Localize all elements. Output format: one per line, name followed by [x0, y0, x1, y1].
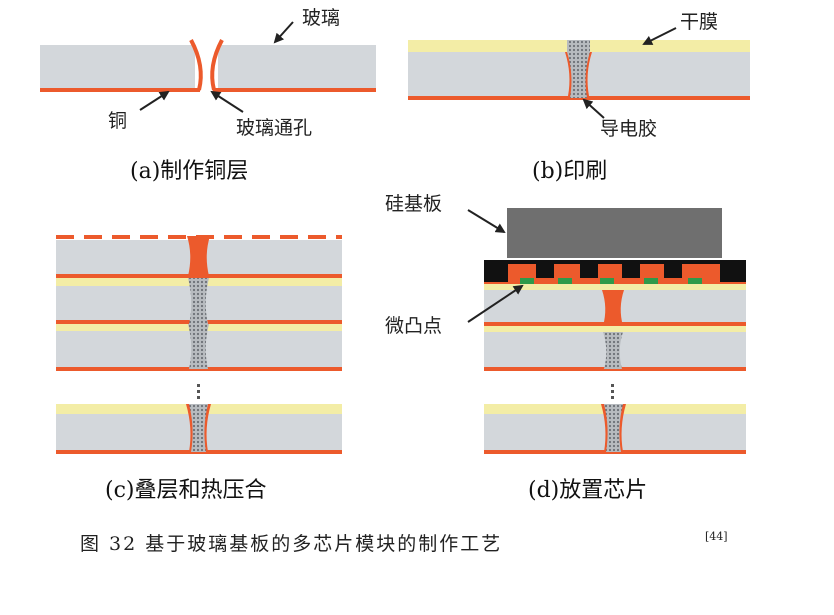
copper-bottom-right	[213, 88, 376, 92]
figure-caption: 图 32 基于玻璃基板的多芯片模块的制作工艺 [44]	[80, 530, 728, 555]
label-micro-bump: 微凸点	[385, 315, 442, 337]
silicon-substrate	[507, 208, 722, 258]
caption-c: (c)叠层和热压合	[105, 478, 267, 503]
arrow-dry-film	[642, 27, 677, 45]
glass-slab-left	[40, 45, 195, 90]
via-copper-wall-left	[189, 39, 203, 91]
panel-b-printing	[408, 40, 750, 100]
caption-a: (a)制作铜层	[130, 159, 248, 184]
adhesive-via-lower	[188, 324, 209, 369]
panel-a-copper-layer	[40, 39, 376, 92]
film-layer-2	[484, 326, 746, 332]
film-layer-1	[484, 284, 746, 290]
panel-c-stack-and-press	[56, 235, 342, 454]
stack-ellipsis	[197, 384, 200, 399]
arrow-copper	[139, 90, 170, 111]
adhesive-via-bottom	[189, 404, 208, 452]
label-glass: 玻璃	[302, 7, 340, 29]
caption-b: (b)印刷	[532, 159, 607, 184]
adhesive-via-middle	[603, 332, 623, 369]
figure-caption-text: 图 32 基于玻璃基板的多芯片模块的制作工艺	[80, 533, 502, 555]
callout-arrows	[139, 21, 677, 323]
label-dry-film: 干膜	[680, 11, 718, 33]
adhesive-via-middle	[188, 278, 209, 324]
label-glass-via: 玻璃通孔	[236, 117, 312, 139]
label-conductive-adhesive: 导电胶	[600, 118, 657, 140]
glass-slab-right	[218, 45, 376, 90]
label-silicon-substrate: 硅基板	[385, 193, 442, 215]
arrow-micro-bump	[467, 284, 524, 323]
micro-bumps	[484, 260, 746, 284]
arrow-silicon	[467, 209, 506, 234]
arrow-glass	[273, 21, 294, 44]
panel-d-place-chip	[484, 208, 746, 454]
panel-captions: (a)制作铜层 (b)印刷 (c)叠层和热压合 (d)放置芯片	[105, 159, 647, 503]
copper-bottom-left	[40, 88, 200, 92]
conductive-adhesive-fill	[567, 40, 590, 98]
filled-via-upper	[602, 290, 624, 326]
filled-via-top	[187, 236, 210, 276]
labels: 玻璃 铜 玻璃通孔 干膜 导电胶 硅基板 微凸点	[108, 7, 718, 337]
adhesive-via-bottom	[604, 404, 623, 452]
stack-ellipsis	[611, 384, 614, 399]
via-copper-wall-right	[210, 39, 224, 91]
arrow-adhesive	[582, 98, 605, 119]
caption-d: (d)放置芯片	[528, 478, 647, 503]
label-copper: 铜	[108, 110, 127, 132]
figure-caption-ref: [44]	[705, 530, 728, 543]
arrow-glass-via	[210, 90, 244, 113]
